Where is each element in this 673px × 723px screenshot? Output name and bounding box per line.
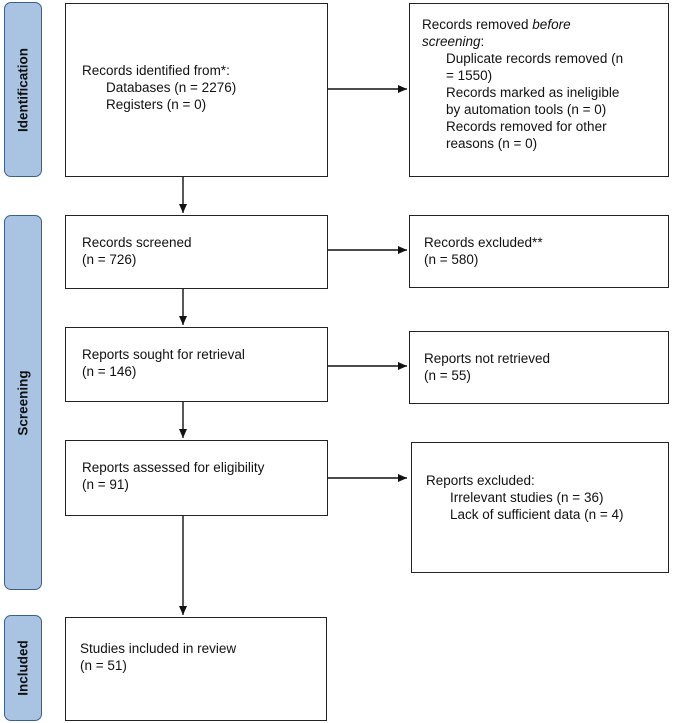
ineligible-line-2: by automation tools (n = 0) [446,102,607,117]
records-excluded-title: Records excluded** [424,235,543,250]
studies-included-box: Studies included in review (n = 51) [65,617,327,721]
reports-not-retrieved-box: Reports not retrieved (n = 55) [409,331,669,404]
phase-identification: Identification [4,2,42,177]
other-line-1: Records removed for other [446,119,607,134]
records-removed-box: Records removed before screening: Duplic… [409,3,669,177]
reports-assessed-title: Reports assessed for eligibility [82,460,265,475]
reports-excluded-box: Reports excluded: Irrelevant studies (n … [411,442,669,573]
reports-not-retrieved-count: (n = 55) [424,368,471,383]
studies-included-title: Studies included in review [80,641,237,656]
records-identified-box: Records identified from*: Databases (n =… [65,3,328,177]
records-removed-title: Records removed before [422,17,571,32]
registers-count: Registers (n = 0) [106,97,207,112]
databases-count: Databases (n = 2276) [106,80,237,95]
reports-not-retrieved-title: Reports not retrieved [424,351,551,366]
reports-sought-title: Reports sought for retrieval [82,347,245,362]
duplicates-line-1: Duplicate records removed (n [446,51,624,66]
phase-included: Included [4,615,42,721]
irrelevant-studies-count: Irrelevant studies (n = 36) [450,490,604,505]
reports-sought-box: Reports sought for retrieval (n = 146) [65,327,328,402]
records-removed-title-cont: screening: [422,34,485,49]
ineligible-line-1: Records marked as ineligible [446,85,620,100]
records-screened-count: (n = 726) [82,252,137,267]
other-line-2: reasons (n = 0) [446,136,538,151]
duplicates-line-2: = 1550) [446,68,493,83]
reports-excluded-title: Reports excluded: [426,473,535,488]
reports-assessed-count: (n = 91) [82,477,129,492]
records-identified-title: Records identified from*: [82,63,230,78]
reports-assessed-box: Reports assessed for eligibility (n = 91… [65,440,328,516]
records-screened-title: Records screened [82,235,192,250]
studies-included-count: (n = 51) [80,658,127,673]
lack-of-data-count: Lack of sufficient data (n = 4) [450,507,624,522]
phase-screening: Screening [4,215,42,590]
records-excluded-count: (n = 580) [424,252,479,267]
records-excluded-box: Records excluded** (n = 580) [409,215,669,288]
reports-sought-count: (n = 146) [82,364,137,379]
records-screened-box: Records screened (n = 726) [65,215,328,289]
